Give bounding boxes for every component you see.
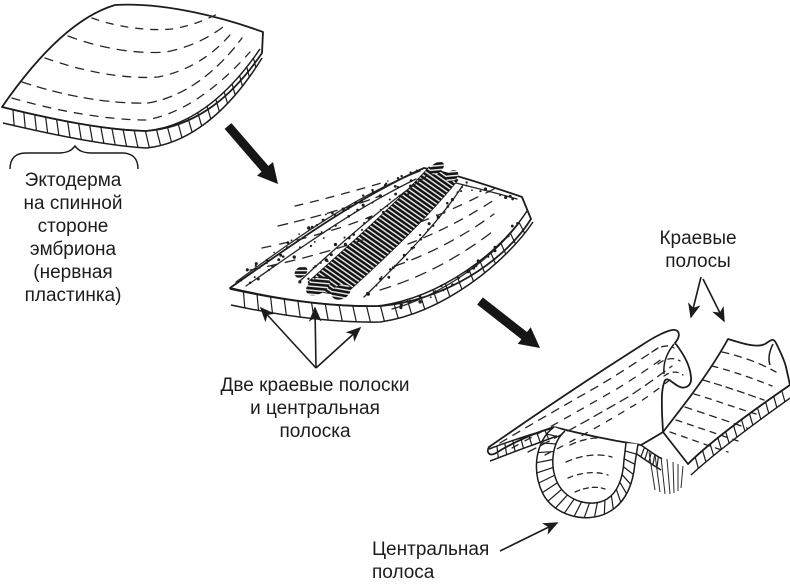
- stage-2-strips-illustration: [229, 161, 532, 307]
- marginal-bands-label: Краевые полосы: [659, 228, 737, 272]
- central-band-pointer-arrow-icon: [499, 522, 559, 552]
- marginal-bands-pointer-arrows-icon: [688, 276, 725, 323]
- stage-arrow-1-icon: [224, 123, 278, 184]
- strips-label: Две краевые полоски и центральная полоск…: [220, 375, 410, 442]
- grouping-brace-icon: [9, 144, 139, 170]
- ectoderm-label: Эктодерма на спинной стороне эмбриона (н…: [23, 170, 123, 306]
- stage-1-neural-plate-illustration: [1, 3, 264, 132]
- strips-pointer-arrows-icon: [259, 306, 362, 369]
- central-band-label: Центральная полоса: [372, 539, 490, 583]
- stage-arrow-2-icon: [477, 297, 540, 348]
